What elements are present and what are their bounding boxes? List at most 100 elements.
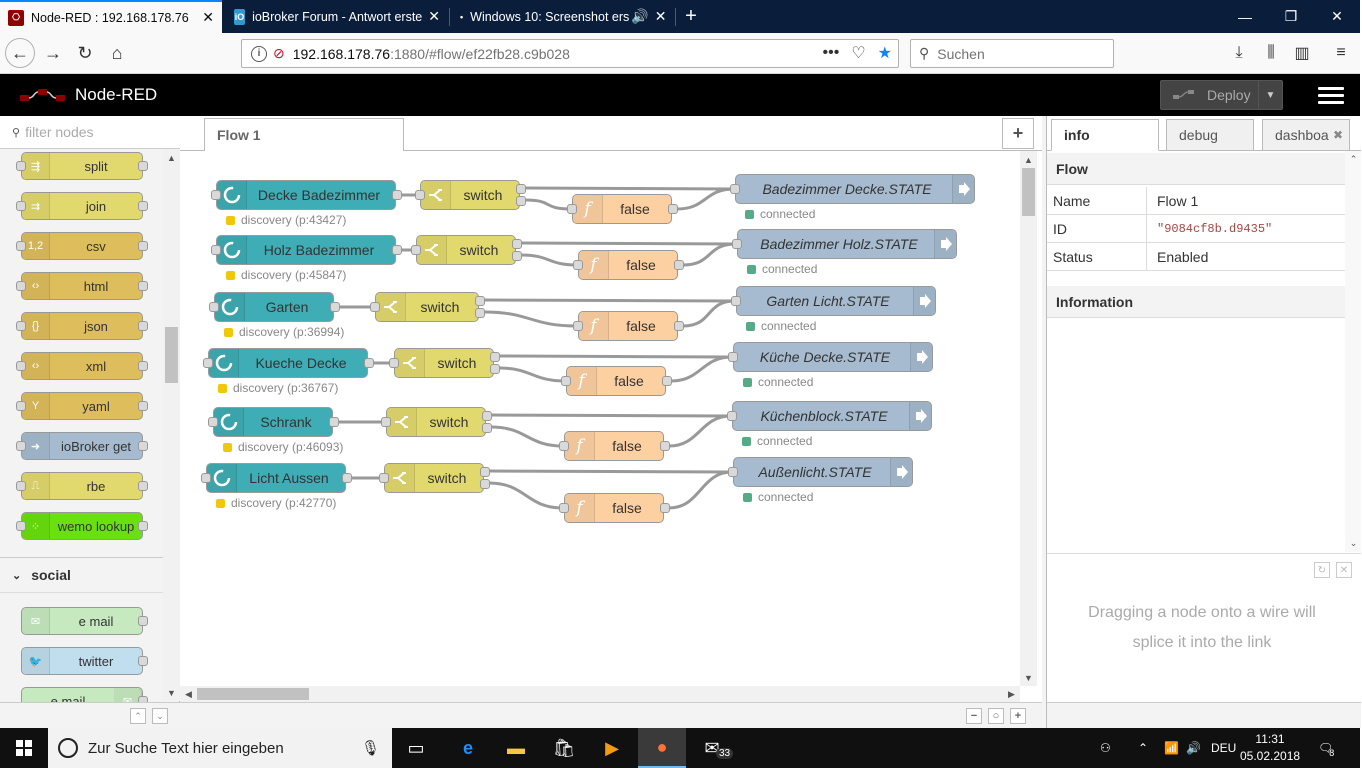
palette-node-e-mail[interactable]: ✉e mail	[21, 607, 148, 635]
scroll-up-icon[interactable]: ⌃	[1349, 154, 1358, 164]
edge-icon[interactable]: e	[462, 737, 473, 758]
scroll-thumb[interactable]	[197, 688, 309, 700]
scroll-right-icon[interactable]: ▶	[1008, 689, 1015, 699]
home-button[interactable]: ⌂	[111, 42, 123, 63]
palette-node-join[interactable]: ⇉join	[16, 192, 148, 220]
palette-node-ioBroker-get[interactable]: ➜ioBroker get	[16, 432, 148, 460]
library-icon[interactable]: ⫼	[1267, 44, 1275, 61]
node-port[interactable]	[370, 302, 380, 312]
palette-node-split[interactable]: ⇶split	[16, 152, 148, 180]
information-section-header[interactable]: Information	[1047, 286, 1345, 318]
node-port[interactable]	[203, 358, 213, 368]
node-port[interactable]	[728, 467, 738, 477]
switch-node[interactable]: switch	[379, 463, 490, 493]
palette-node-json[interactable]: {}json	[16, 312, 148, 340]
iobroker-out-node[interactable]: Garten Licht.STATE	[731, 286, 936, 316]
page-actions-icon[interactable]: •••	[822, 44, 840, 61]
wire[interactable]	[676, 187, 735, 211]
sidebar-scrollbar[interactable]: ⌃ ⌄	[1345, 151, 1361, 552]
wire[interactable]	[498, 354, 733, 359]
scroll-left-icon[interactable]: ◀	[185, 689, 192, 699]
browser-menu-icon[interactable]: ≡	[1336, 44, 1346, 61]
deploy-menu-caret-icon[interactable]: ▼	[1258, 81, 1282, 109]
node-port[interactable]	[516, 184, 526, 194]
node-port[interactable]	[329, 417, 339, 427]
node-port[interactable]	[559, 441, 569, 451]
node-port[interactable]	[475, 296, 485, 306]
node-port[interactable]	[728, 352, 738, 362]
zoom-reset-icon[interactable]: ○	[988, 708, 1004, 724]
wire[interactable]	[483, 310, 578, 328]
node-port[interactable]	[379, 473, 389, 483]
scroll-up-icon[interactable]: ▲	[167, 152, 176, 163]
wemo-node[interactable]: Schrank	[208, 407, 339, 437]
main-menu-button[interactable]	[1318, 82, 1344, 108]
start-button[interactable]	[0, 728, 48, 768]
node-port[interactable]	[364, 358, 374, 368]
node-port[interactable]	[732, 239, 742, 249]
wire[interactable]	[524, 198, 572, 211]
minimize-icon[interactable]: —	[1238, 8, 1252, 25]
palette-scrollbar[interactable]: ▲ ▼	[163, 149, 180, 701]
wemo-node[interactable]: Decke Badezimmer	[211, 180, 402, 210]
iobroker-out-node[interactable]: Badezimmer Decke.STATE	[730, 174, 975, 204]
zoom-out-icon[interactable]: −	[966, 708, 982, 724]
node-port[interactable]	[330, 302, 340, 312]
back-button[interactable]: ←	[5, 38, 35, 68]
switch-node[interactable]: switch	[389, 348, 500, 378]
firefox-icon[interactable]: ●	[638, 728, 686, 768]
node-port[interactable]	[674, 321, 684, 331]
wire[interactable]	[520, 241, 737, 246]
close-tab-icon[interactable]: ✕	[202, 9, 214, 25]
wire[interactable]	[490, 425, 564, 448]
add-flow-button[interactable]: +	[1002, 118, 1034, 149]
zoom-in-icon[interactable]: +	[1010, 708, 1026, 724]
node-port[interactable]	[389, 358, 399, 368]
bookmark-star-icon[interactable]: ★	[877, 45, 892, 62]
palette-node-xml[interactable]: ‹›xml	[16, 352, 148, 380]
node-port[interactable]	[490, 352, 500, 362]
restore-icon[interactable]: ❐	[1284, 8, 1298, 24]
switch-node[interactable]: switch	[411, 235, 522, 265]
node-port[interactable]	[573, 260, 583, 270]
node-port[interactable]	[208, 417, 218, 427]
flow-section-header[interactable]: Flow	[1047, 153, 1345, 185]
node-port[interactable]	[573, 321, 583, 331]
search-input[interactable]: ⚲ Suchen	[910, 39, 1114, 68]
scroll-thumb[interactable]	[165, 327, 178, 383]
taskbar-search-input[interactable]: Zur Suche Text hier eingeben 🎙	[48, 728, 392, 768]
switch-node[interactable]: switch	[370, 292, 485, 322]
node-port[interactable]	[662, 376, 672, 386]
wire[interactable]	[520, 253, 578, 267]
node-port[interactable]	[211, 245, 221, 255]
node-port[interactable]	[730, 184, 740, 194]
palette-node-wemo-lookup[interactable]: ⁘wemo lookup	[16, 512, 148, 540]
collapse-all-icon[interactable]: ⌃	[130, 708, 146, 724]
wemo-node[interactable]: Licht Aussen	[201, 463, 352, 493]
node-port[interactable]	[490, 364, 500, 374]
scroll-thumb[interactable]	[1022, 168, 1035, 216]
node-port[interactable]	[512, 239, 522, 249]
sidebar-toggle-icon[interactable]: ▥	[1294, 45, 1310, 62]
wemo-node[interactable]: Kueche Decke	[203, 348, 374, 378]
task-view-icon[interactable]: ▭	[407, 737, 425, 758]
sidebar-resize-handle[interactable]	[1042, 116, 1046, 728]
wire[interactable]	[483, 298, 736, 303]
wire[interactable]	[488, 481, 564, 510]
node-port[interactable]	[516, 196, 526, 206]
mail-app-icon[interactable]: ✉33	[688, 728, 736, 768]
palette-category-social[interactable]: ⌄ social	[0, 557, 163, 593]
tab-dashboard[interactable]: dashboa ✖	[1262, 119, 1350, 151]
scroll-down-icon[interactable]: ▼	[167, 687, 176, 698]
iobroker-out-node[interactable]: Küchenblock.STATE	[727, 401, 932, 431]
file-explorer-icon[interactable]: ▬	[507, 737, 525, 758]
node-port[interactable]	[381, 417, 391, 427]
wemo-node[interactable]: Holz Badezimmer	[211, 235, 402, 265]
tab-flow-1[interactable]: Flow 1	[204, 118, 404, 152]
wire[interactable]	[668, 414, 732, 448]
wire[interactable]	[498, 366, 566, 383]
volume-icon[interactable]: 🔊	[1186, 741, 1201, 755]
media-player-icon[interactable]: ▶	[605, 737, 619, 758]
pocket-icon[interactable]: ♡	[851, 45, 866, 62]
